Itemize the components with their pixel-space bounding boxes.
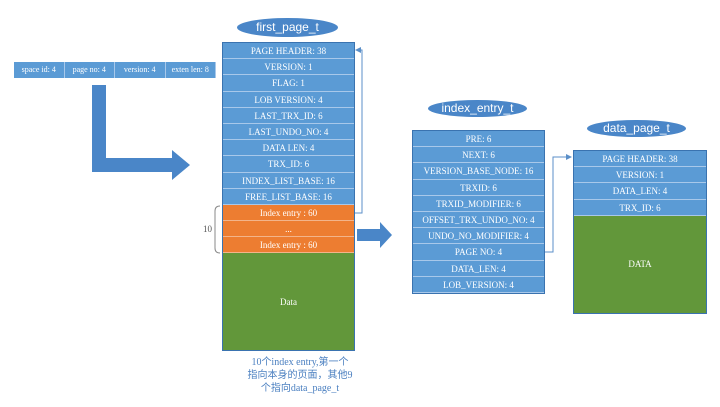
index-entry-title: index_entry_t (428, 100, 527, 117)
caption-line: 指向本身的页面，其他9 (247, 370, 353, 381)
field-row: FLAG: 1 (223, 75, 354, 92)
index-entry-row: ... (223, 221, 354, 238)
index-entry-row: Index entry : 60 (223, 204, 354, 222)
field-row: PAGE HEADER: 38 (574, 151, 706, 168)
field-row: TRX_ID: 6 (574, 199, 706, 216)
field-row: VERSION: 1 (223, 59, 354, 76)
first-page-struct: PAGE HEADER: 38 VERSION: 1 FLAG: 1 LOB V… (222, 42, 355, 352)
caption-line: 10个index entry,第一个 (251, 357, 349, 368)
page-no-pointer-arrow (543, 156, 567, 253)
first-page-title: first_page_t (237, 18, 338, 37)
space-id-field: space id: 4 (14, 62, 65, 78)
field-row: DATA_LEN: 4 (413, 260, 544, 277)
data-area: Data (223, 253, 354, 351)
caption: 10个index entry,第一个 指向本身的页面，其他9 个指向data_p… (225, 356, 375, 395)
field-row: TRXID_MODIFIER: 6 (413, 195, 544, 212)
field-row: PRE: 6 (413, 131, 544, 148)
field-row: TRXID: 6 (413, 179, 544, 196)
field-row: LAST_TRX_ID: 6 (223, 107, 354, 124)
field-row: PAGE NO: 4 (413, 244, 544, 261)
field-row: UNDO_NO_MODIFIER: 4 (413, 228, 544, 245)
page-no-field: page no: 4 (65, 62, 115, 78)
field-row: TRX_ID: 6 (223, 156, 354, 173)
field-row: LAST_UNDO_NO: 4 (223, 123, 354, 141)
index-entry-row: Index entry : 60 (223, 237, 354, 254)
data-page-title: data_page_t (587, 120, 686, 137)
field-row: DATA LEN: 4 (223, 140, 354, 157)
field-row: VERSION_BASE_NODE: 16 (413, 163, 544, 180)
field-row: NEXT: 6 (413, 147, 544, 164)
field-row: DATA_LEN: 4 (574, 183, 706, 200)
field-row: LOB_VERSION: 4 (413, 276, 544, 293)
field-row: LOB VERSION: 4 (223, 91, 354, 108)
entry-brace (214, 205, 221, 254)
index-entry-struct: PRE: 6 NEXT: 6 VERSION_BASE_NODE: 16 TRX… (412, 130, 545, 294)
field-row: FREE_LIST_BASE: 16 (223, 188, 354, 205)
field-row: INDEX_LIST_BASE: 16 (223, 172, 354, 189)
version-field: version: 4 (115, 62, 166, 78)
field-row: OFFSET_TRX_UNDO_NO: 4 (413, 211, 544, 229)
big-bent-arrow (92, 85, 190, 180)
lob-header-bar: space id: 4 page no: 4 version: 4 exten … (14, 62, 216, 78)
exten-len-field: exten len: 8 (166, 62, 216, 78)
field-row: VERSION: 1 (574, 167, 706, 184)
to-index-entry-arrow (357, 222, 392, 248)
caption-line: 个指向data_page_t (260, 383, 340, 394)
data-page-struct: PAGE HEADER: 38 VERSION: 1 DATA_LEN: 4 T… (573, 150, 707, 314)
entry-count-label: 10 (203, 224, 212, 234)
field-row: PAGE HEADER: 38 (223, 43, 354, 60)
data-area: DATA (574, 215, 706, 313)
